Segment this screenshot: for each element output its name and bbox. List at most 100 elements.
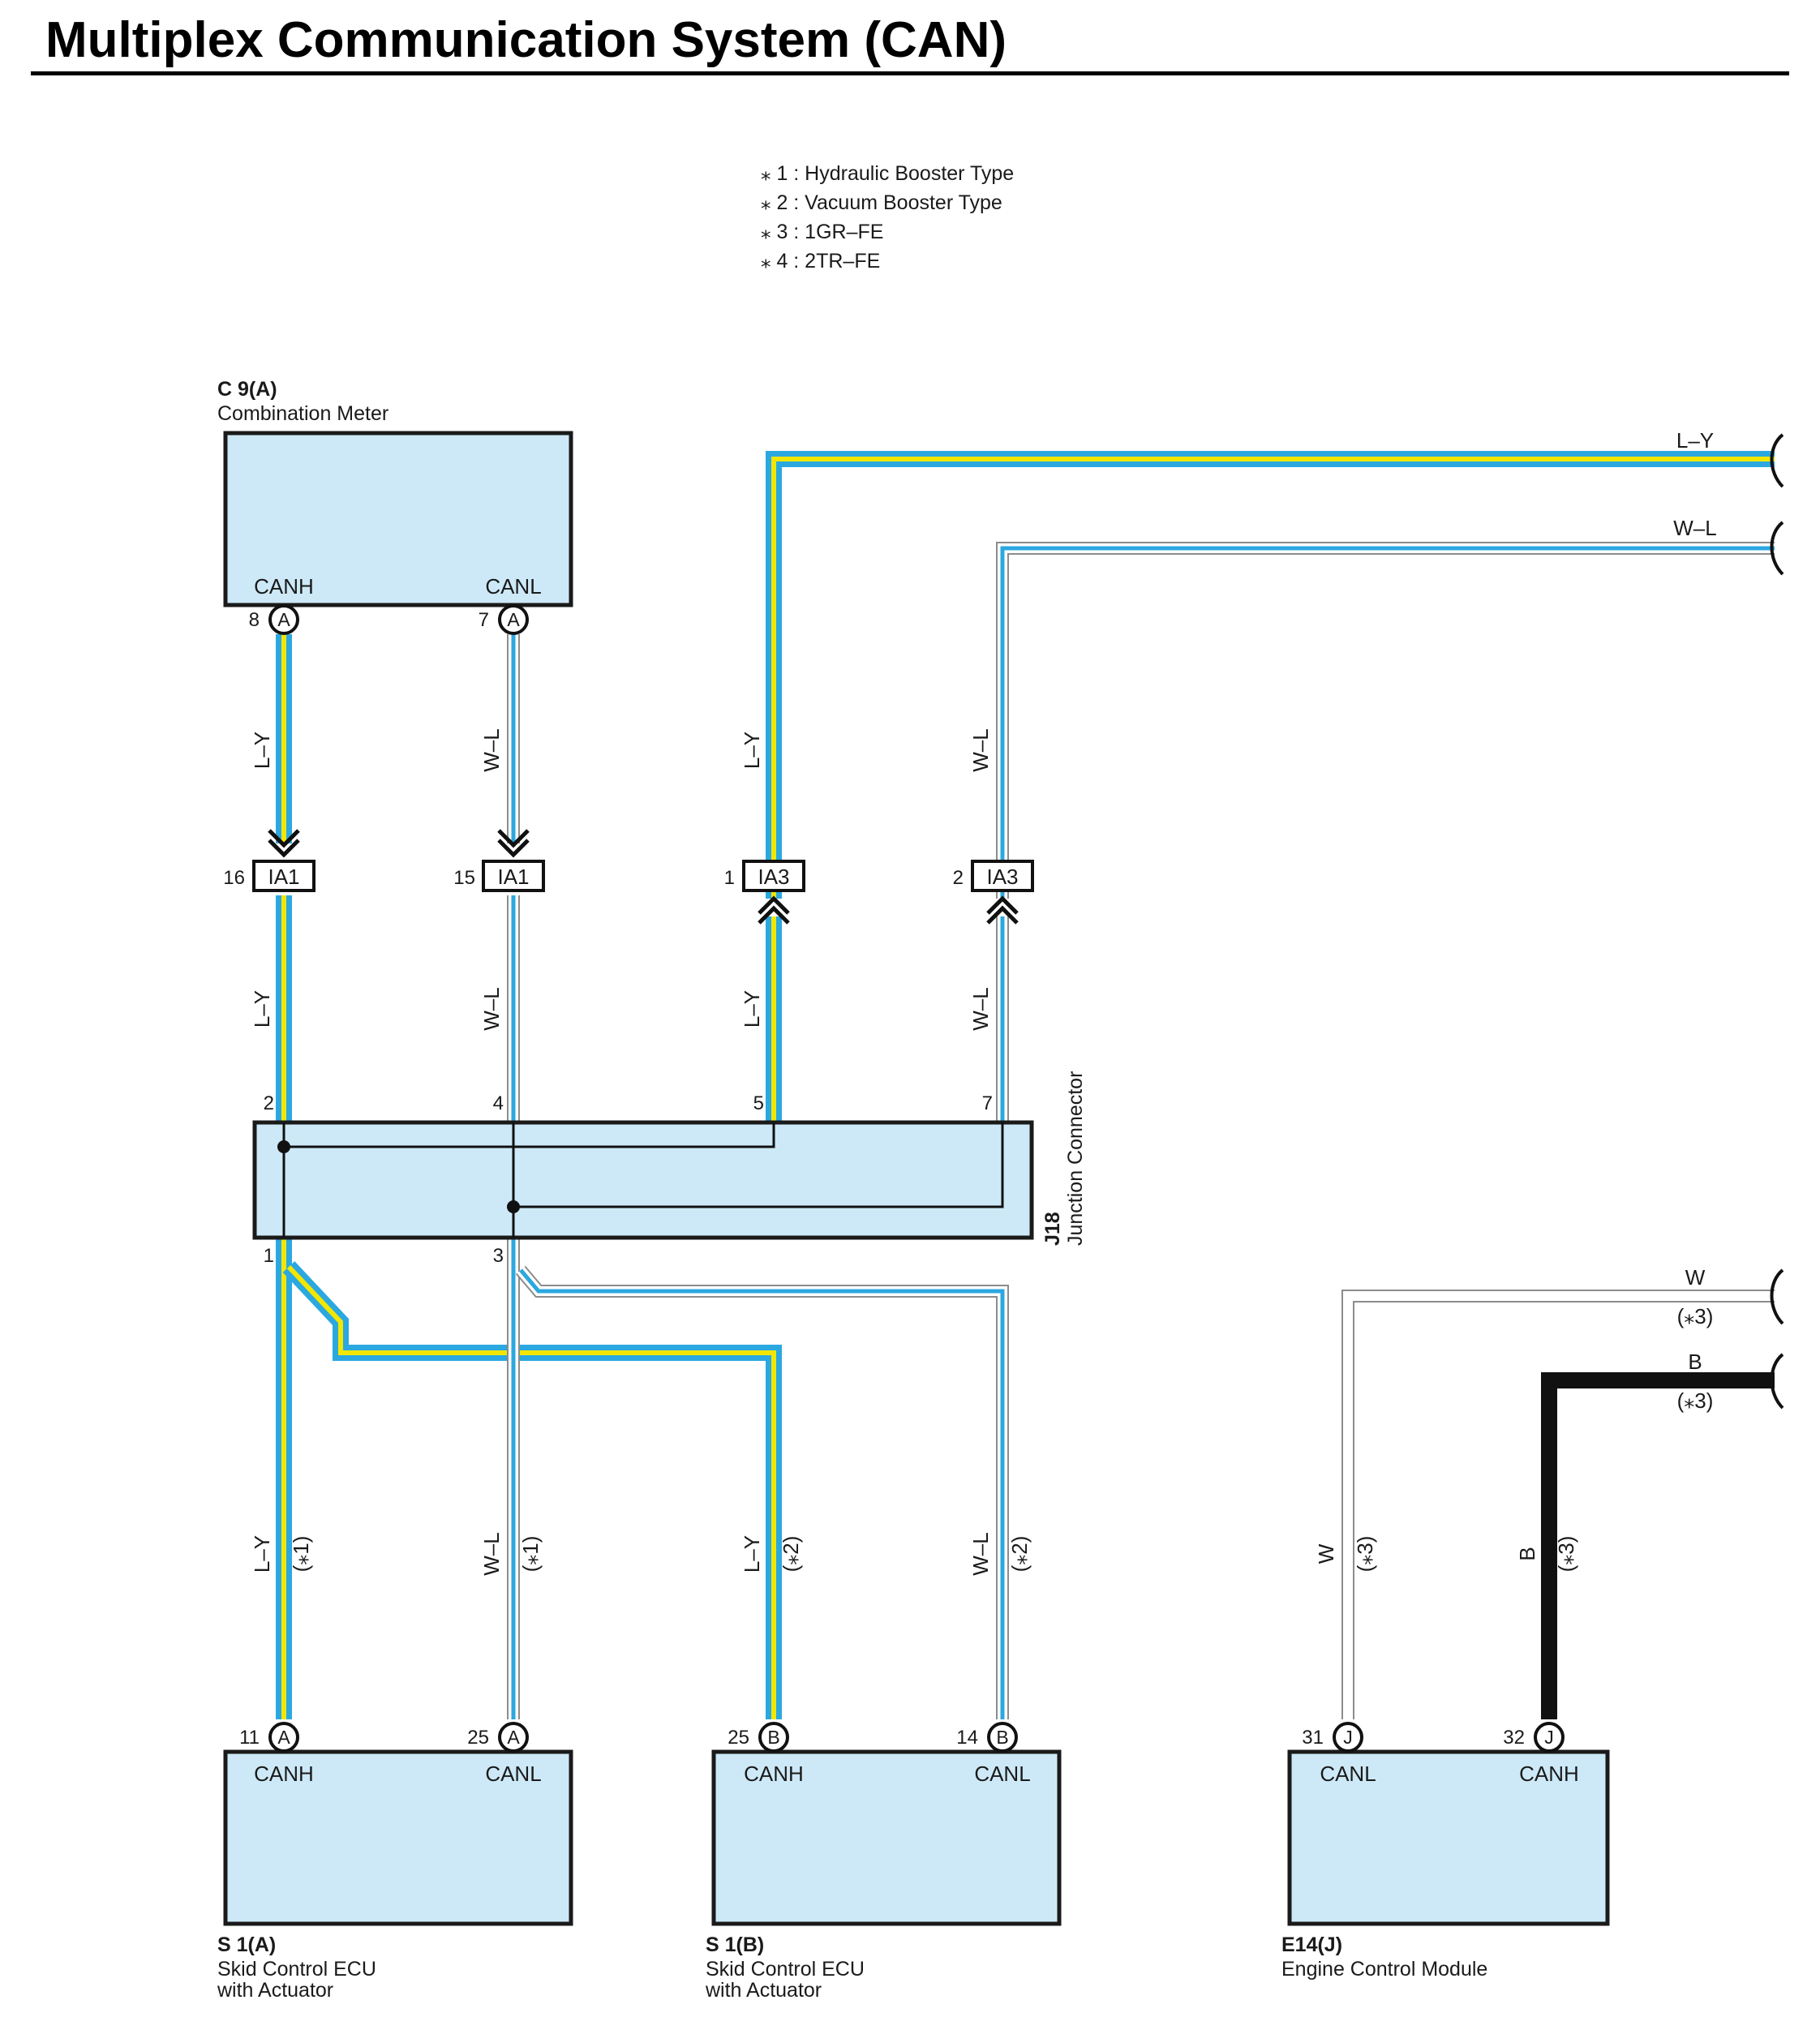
skid-control-ecu-a[interactable]: A A 11 25 CANH CANL S 1(A) Skid Control … <box>217 1722 573 2002</box>
ecm-terminal-canl[interactable] <box>1333 1722 1363 1753</box>
skid-control-ecu-b[interactable]: B B 25 14 CANH CANL S 1(B) Skid Control … <box>705 1722 1062 2002</box>
wire-note-2: (⁎2) <box>1007 1536 1032 1573</box>
inline-connector-ia3-1[interactable]: IA3 1 <box>724 860 805 923</box>
combination-meter[interactable]: C 9(A) Combination Meter CANH CANL 8 7 A… <box>217 378 573 635</box>
ecm-pin-31: 31 <box>1302 1727 1324 1749</box>
skid-b-terminal-canh[interactable] <box>758 1722 789 1753</box>
wire-label-ly: L–Y <box>740 990 764 1028</box>
note-3: ⁎ 3 : 1GR–FE <box>761 221 883 243</box>
wire-label-wl: W–L <box>479 728 504 771</box>
terminal-letter: A <box>507 1727 520 1748</box>
j18-name: Junction Connector <box>1064 1071 1087 1246</box>
combination-meter-name: Combination Meter <box>217 402 388 425</box>
combination-meter-canh-label: CANH <box>254 574 314 599</box>
skid-b-name-1: Skid Control ECU <box>706 1958 865 1981</box>
combination-meter-terminal-canl[interactable] <box>498 604 529 635</box>
wires-ly <box>276 451 1775 1719</box>
connector-name: IA1 <box>497 865 529 889</box>
junction-connector-j18[interactable]: 2 4 5 7 1 3 J18 Junction Connector <box>252 1071 1087 1267</box>
combination-meter-code: C 9(A) <box>217 378 277 401</box>
j18-pin-5: 5 <box>753 1092 764 1114</box>
wire-label-b: B <box>1515 1547 1539 1560</box>
wire-w <box>1341 1290 1775 1719</box>
skid-b-name-2: with Actuator <box>705 1979 822 2002</box>
connector-pin: 1 <box>724 867 735 889</box>
note-1: ⁎ 1 : Hydraulic Booster Type <box>761 162 1014 185</box>
note-4: ⁎ 4 : 2TR–FE <box>761 250 880 273</box>
inline-connector-ia3-2[interactable]: IA3 2 <box>953 860 1034 923</box>
skid-b-canh-label: CANH <box>744 1762 804 1786</box>
wire-label-wl: W–L <box>479 1532 504 1575</box>
wire-ly-branch-s1b <box>282 1261 782 1719</box>
wire-wl-ia3-right <box>996 542 1775 899</box>
ecm-canl-label: CANL <box>1320 1762 1376 1786</box>
j18-pin-1: 1 <box>264 1245 274 1267</box>
skid-b-terminal-canl[interactable] <box>987 1722 1018 1753</box>
connector-pin: 16 <box>223 867 245 889</box>
terminal-letter: B <box>996 1727 1008 1748</box>
break-symbol-ly <box>1770 433 1784 488</box>
right-label-wl: W–L <box>1673 516 1716 540</box>
skid-a-pin-11: 11 <box>239 1727 260 1749</box>
break-symbol-b <box>1770 1353 1784 1410</box>
wire-label-wl: W–L <box>968 728 993 771</box>
wire-ly-ia3-right <box>766 451 1775 899</box>
terminal-letter: A <box>277 1727 290 1748</box>
wire-break-symbols <box>1770 433 1784 1410</box>
skid-a-code: S 1(A) <box>217 1933 276 1956</box>
wire-label-wl: W–L <box>968 987 993 1030</box>
connector-name: IA1 <box>268 865 299 889</box>
wire-b <box>1541 1372 1775 1719</box>
inline-connector-ia1-16[interactable]: IA1 16 <box>223 830 315 892</box>
wire-label-ly: L–Y <box>250 1535 274 1573</box>
skid-a-canl-label: CANL <box>485 1762 541 1786</box>
engine-control-module[interactable]: J J 31 32 CANL CANH E14(J) Engine Contro… <box>1281 1722 1610 1981</box>
wire-label-ly: L–Y <box>740 732 764 769</box>
wire-wl-branch-s1b <box>515 1265 1009 1719</box>
right-label-w: W <box>1685 1265 1706 1290</box>
combination-meter-canl-label: CANL <box>485 574 541 599</box>
j18-code: J18 <box>1041 1212 1064 1246</box>
combination-meter-pin-7: 7 <box>479 609 489 631</box>
connector-name: IA3 <box>986 865 1018 889</box>
wire-label-w: W <box>1314 1543 1338 1564</box>
skid-a-name-2: with Actuator <box>217 1979 333 2002</box>
connector-pin: 15 <box>453 867 475 889</box>
terminal-letter: B <box>767 1727 779 1748</box>
break-symbol-wl <box>1770 521 1784 576</box>
page-title: Multiplex Communication System (CAN) <box>45 12 1007 68</box>
j18-pin-2: 2 <box>264 1092 274 1114</box>
wire-label-ly: L–Y <box>740 1535 764 1573</box>
skid-a-terminal-canl[interactable] <box>498 1722 529 1753</box>
wire-label-ly: L–Y <box>250 732 274 769</box>
ecm-canh-label: CANH <box>1519 1762 1579 1786</box>
skid-b-code: S 1(B) <box>706 1933 764 1956</box>
terminal-letter: J <box>1544 1727 1554 1748</box>
j18-pin-4: 4 <box>493 1092 504 1114</box>
ecm-terminal-canh[interactable] <box>1534 1722 1565 1753</box>
wire-note-3: (⁎3) <box>1554 1536 1578 1573</box>
wire-label-ly: L–Y <box>250 990 274 1028</box>
inline-connector-ia1-15[interactable]: IA1 15 <box>453 830 545 892</box>
combination-meter-terminal-canh[interactable] <box>268 604 299 635</box>
connector-name: IA3 <box>758 865 789 889</box>
right-label-b-note: (⁎3) <box>1677 1388 1714 1413</box>
ecm-pin-32: 32 <box>1503 1727 1525 1749</box>
skid-a-pin-25: 25 <box>467 1727 489 1749</box>
terminal-letter: A <box>507 609 520 630</box>
skid-b-pin-14: 14 <box>956 1727 978 1749</box>
wire-label-wl: W–L <box>479 987 504 1030</box>
wire-note-3: (⁎3) <box>1353 1536 1377 1573</box>
j18-pin-7: 7 <box>982 1092 993 1114</box>
skid-a-terminal-canh[interactable] <box>268 1722 299 1753</box>
wire-note-2: (⁎2) <box>779 1536 803 1573</box>
ecm-name: Engine Control Module <box>1281 1958 1487 1981</box>
skid-a-canh-label: CANH <box>254 1762 314 1786</box>
right-label-b: B <box>1688 1350 1702 1374</box>
note-2: ⁎ 2 : Vacuum Booster Type <box>761 191 1002 214</box>
right-edge-labels: L–Y W–L W (⁎3) B (⁎3) <box>1673 428 1716 1413</box>
notes-legend: ⁎ 1 : Hydraulic Booster Type ⁎ 2 : Vacuu… <box>761 162 1014 273</box>
wire-note-1: (⁎1) <box>518 1536 543 1573</box>
combination-meter-pin-8: 8 <box>249 609 260 631</box>
